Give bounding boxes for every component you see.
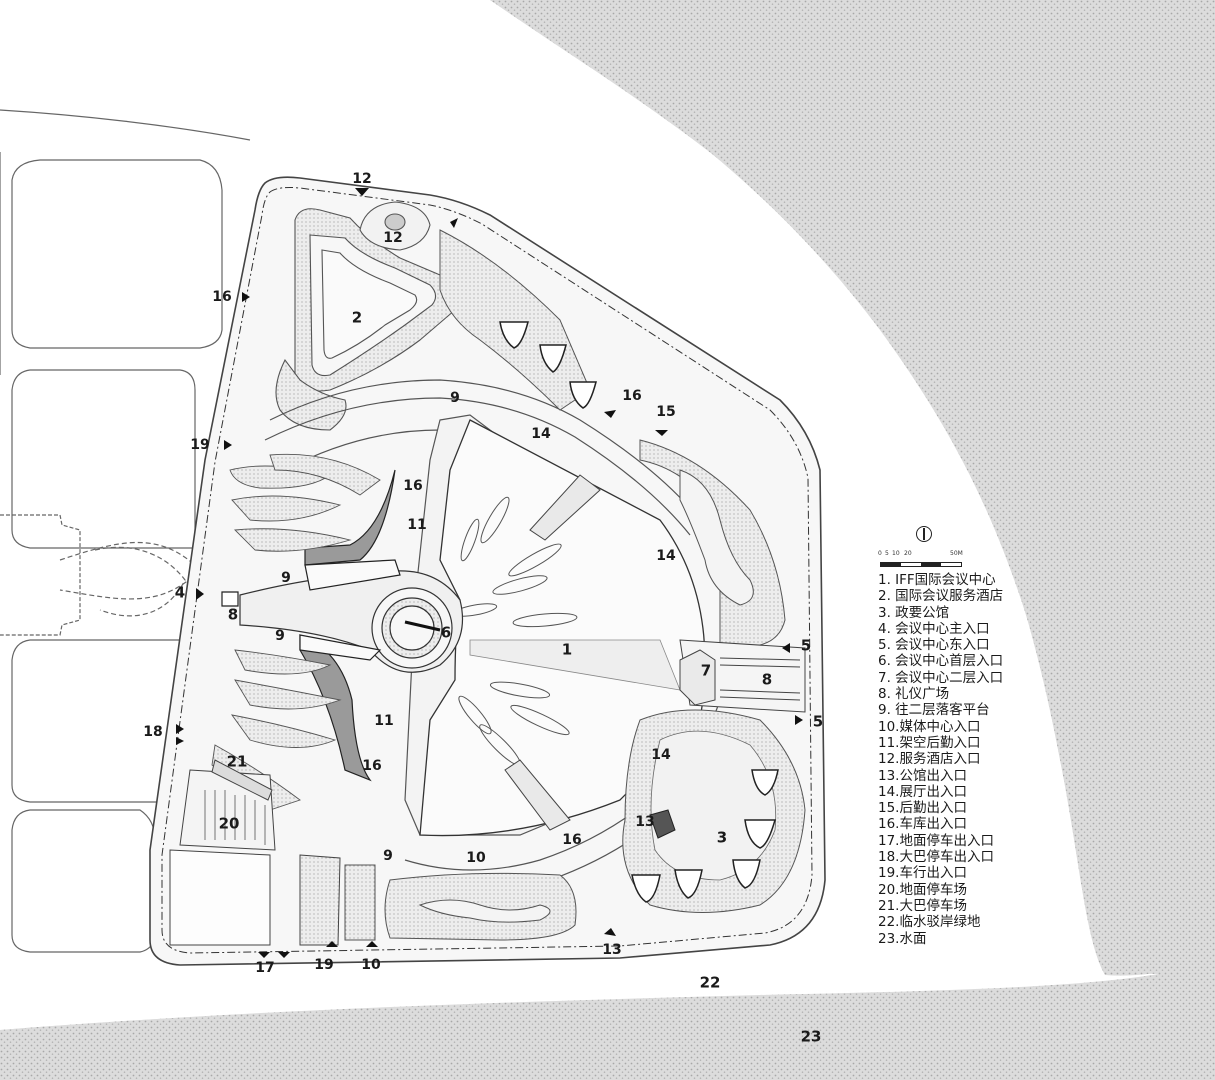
legend-item: 19.车行出入口 bbox=[878, 865, 967, 882]
label-14c: 14 bbox=[651, 747, 671, 763]
label-5a: 5 bbox=[801, 637, 811, 655]
label-14b: 14 bbox=[656, 548, 676, 564]
label-20: 20 bbox=[219, 815, 240, 833]
label-16c: 16 bbox=[403, 478, 422, 494]
drop-off-platforms bbox=[299, 469, 401, 782]
legend-item: 12.服务酒店入口 bbox=[878, 751, 981, 768]
scale-and-north: 0 5 10 20 50M bbox=[878, 520, 1078, 572]
label-4: 4 bbox=[175, 584, 185, 602]
west-plaza-marker bbox=[221, 591, 239, 607]
label-2: 2 bbox=[352, 309, 362, 327]
legend-item: 21.大巴停车场 bbox=[878, 897, 967, 914]
label-14a: 14 bbox=[531, 426, 551, 442]
legend-item: 14.展厅出入口 bbox=[878, 783, 967, 800]
legend-list: 1. IFF国际会议中心 2. 国际会议服务酒店 3. 政要公馆 4. 会议中心… bbox=[878, 572, 1078, 947]
label-16e: 16 bbox=[562, 832, 581, 848]
legend-item: 4. 会议中心主入口 bbox=[878, 620, 990, 637]
label-12a: 12 bbox=[352, 171, 371, 187]
legend-item: 17.地面停车出入口 bbox=[878, 832, 994, 849]
label-16a: 16 bbox=[212, 289, 231, 305]
parking-areas bbox=[169, 759, 341, 946]
hotel-area bbox=[275, 201, 457, 431]
label-19b: 19 bbox=[314, 957, 333, 973]
legend-item: 9. 往二层落客平台 bbox=[878, 702, 990, 719]
north-arrow-icon bbox=[916, 526, 932, 542]
site-boundary-dashed bbox=[161, 187, 813, 954]
legend-item: 5. 会议中心东入口 bbox=[878, 637, 990, 654]
label-9d: 9 bbox=[383, 848, 393, 864]
label-11a: 11 bbox=[407, 517, 426, 533]
villas bbox=[499, 321, 806, 913]
legend-item: 22.临水驳岸绿地 bbox=[878, 914, 981, 931]
legend-item: 13.公馆出入口 bbox=[878, 767, 967, 784]
scale-tick: 0 bbox=[878, 550, 882, 557]
label-12b: 12 bbox=[383, 230, 402, 246]
label-3: 3 bbox=[717, 829, 727, 847]
label-7: 7 bbox=[701, 662, 711, 680]
legend-item: 11.架空后勤入口 bbox=[878, 734, 981, 751]
scale-bar bbox=[880, 562, 962, 567]
legend-item: 1. IFF国际会议中心 bbox=[878, 572, 996, 588]
legend-item: 3. 政要公馆 bbox=[878, 604, 950, 621]
legend-item: 7. 会议中心二层入口 bbox=[878, 669, 1004, 686]
label-8b: 8 bbox=[762, 671, 772, 689]
label-19a: 19 bbox=[190, 437, 209, 453]
label-15: 15 bbox=[656, 404, 675, 420]
label-5b: 5 bbox=[813, 713, 823, 731]
legend-item: 15.后勤出入口 bbox=[878, 800, 967, 817]
legend-item: 6. 会议中心首层入口 bbox=[878, 653, 1004, 670]
label-21: 21 bbox=[227, 753, 248, 771]
label-16d: 16 bbox=[362, 758, 381, 774]
label-10b: 10 bbox=[361, 957, 381, 973]
label-22: 22 bbox=[700, 974, 721, 992]
label-9c: 9 bbox=[275, 628, 285, 644]
scale-tick: 50M bbox=[950, 550, 963, 557]
entrance-arrows bbox=[176, 188, 803, 958]
central-ramp bbox=[239, 570, 464, 673]
legend-item: 23.水面 bbox=[878, 930, 927, 947]
scale-tick: 10 bbox=[892, 550, 900, 557]
label-6: 6 bbox=[441, 624, 451, 642]
label-13a: 13 bbox=[635, 814, 654, 830]
legend-item: 18.大巴停车出入口 bbox=[878, 849, 994, 866]
label-18: 18 bbox=[143, 724, 162, 740]
legend-item: 8. 礼仪广场 bbox=[878, 686, 950, 703]
water-area-bottom bbox=[0, 975, 1215, 1080]
label-11b: 11 bbox=[374, 713, 393, 729]
label-9a: 9 bbox=[450, 390, 460, 406]
legend-item: 20.地面停车场 bbox=[878, 881, 967, 898]
plan-labels: 1 2 3 4 5 5 6 7 8 8 9 9 9 9 10 10 11 11 … bbox=[143, 171, 823, 1046]
label-23: 23 bbox=[801, 1028, 822, 1046]
label-9b: 9 bbox=[281, 570, 291, 586]
scale-tick: 20 bbox=[904, 550, 912, 557]
ceremony-plaza bbox=[679, 639, 806, 713]
legend: 0 5 10 20 50M 1. IFF国际会议中心 2. 国际会议服务酒店 3… bbox=[878, 520, 1078, 947]
legend-item: 10.媒体中心入口 bbox=[878, 718, 981, 735]
legend-item: 16.车库出入口 bbox=[878, 816, 967, 833]
label-1: 1 bbox=[562, 641, 572, 659]
water-area-top bbox=[490, 0, 1215, 975]
label-10a: 10 bbox=[466, 850, 486, 866]
legend-item: 2. 国际会议服务酒店 bbox=[878, 588, 1004, 605]
label-13b: 13 bbox=[602, 942, 621, 958]
label-8a: 8 bbox=[228, 606, 238, 624]
east-lawn-ponds bbox=[418, 469, 754, 923]
label-16b: 16 bbox=[622, 388, 641, 404]
scale-tick: 5 bbox=[885, 550, 889, 557]
label-17: 17 bbox=[255, 960, 274, 976]
convention-center bbox=[419, 419, 706, 837]
